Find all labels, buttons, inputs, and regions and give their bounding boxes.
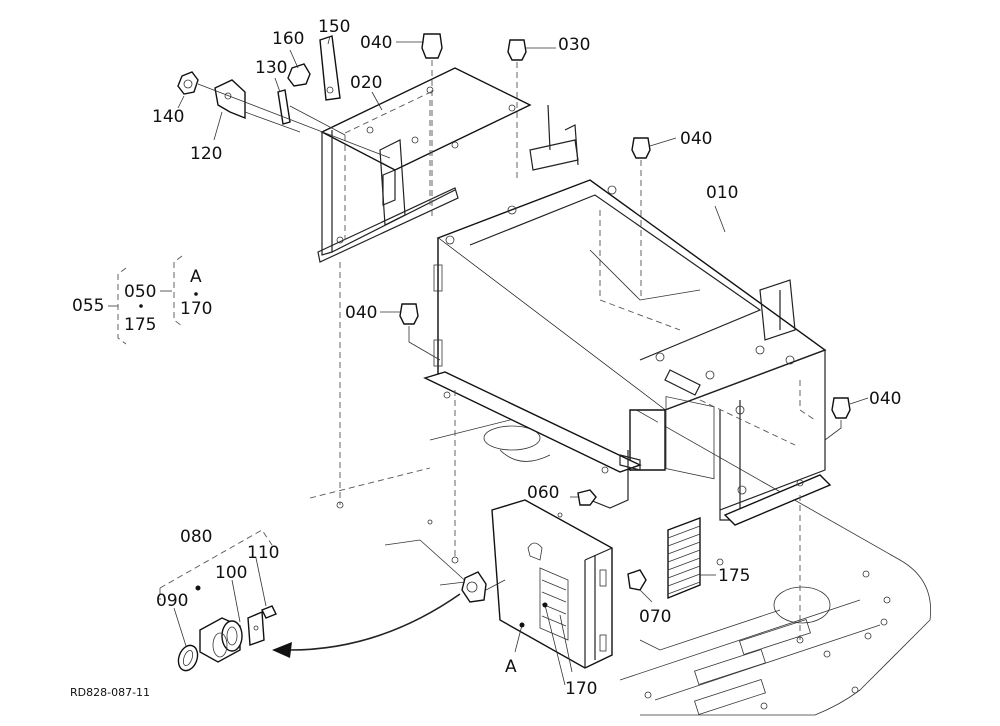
callout-040-c: 040 xyxy=(345,303,377,323)
callout-160: 160 xyxy=(272,29,304,49)
callout-040-b: 040 xyxy=(680,129,712,149)
bracket-plate xyxy=(317,67,532,263)
callout-020: 020 xyxy=(350,73,382,93)
side-cover xyxy=(439,499,647,669)
insulator-pad xyxy=(667,516,701,600)
group-mid-top-label: 050 xyxy=(124,282,156,302)
group-legend: 055 050 175 A 170 xyxy=(72,255,212,345)
callout-040-d: 040 xyxy=(869,389,901,409)
insulator-pad-small xyxy=(541,579,567,627)
group-inner-top-label: A xyxy=(190,267,202,287)
callout-175: 175 xyxy=(718,566,750,586)
callout-140: 140 xyxy=(152,107,184,127)
callout-120: 120 xyxy=(190,144,222,164)
callout-030: 030 xyxy=(558,35,590,55)
loose-parts xyxy=(177,35,391,159)
callout-060: 060 xyxy=(527,483,559,503)
callout-150: 150 xyxy=(318,17,350,37)
group-mid-bottom-label: 175 xyxy=(124,315,156,335)
callout-080: 080 xyxy=(180,527,212,547)
callout-070: 070 xyxy=(639,607,671,627)
callout-labels: 040 030 160 150 130 020 140 120 040 010 … xyxy=(152,17,901,699)
callout-090: 090 xyxy=(156,591,188,611)
callout-a: A xyxy=(505,657,517,677)
lock-assembly xyxy=(159,529,461,672)
leader-lines xyxy=(173,35,869,686)
bolts xyxy=(336,33,851,644)
callout-130: 130 xyxy=(255,58,287,78)
callout-170: 170 xyxy=(565,679,597,699)
callout-040-a: 040 xyxy=(360,33,392,53)
callout-010: 010 xyxy=(706,183,738,203)
base-frame xyxy=(309,394,932,716)
group-inner-bottom-label: 170 xyxy=(180,299,212,319)
group-outer-label: 055 xyxy=(72,296,104,316)
drawing-reference: RD828-087-11 xyxy=(70,686,150,699)
battery-box xyxy=(423,104,832,526)
callout-110: 110 xyxy=(247,543,279,563)
callout-100: 100 xyxy=(215,563,247,583)
